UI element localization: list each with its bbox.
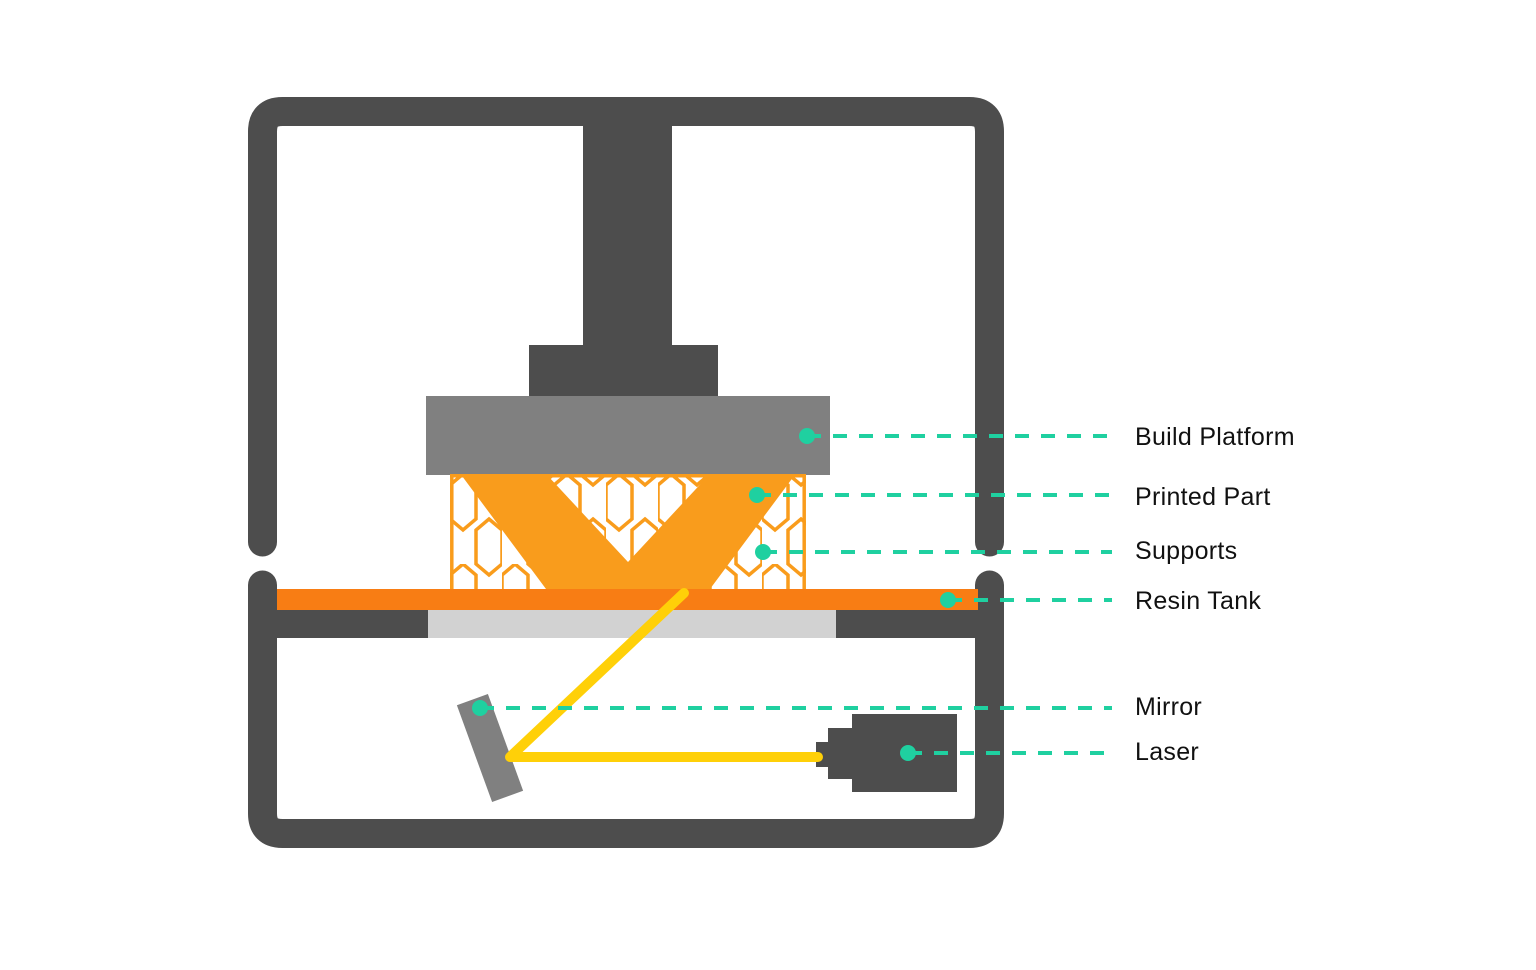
leader-dot-printed-part [749,487,765,503]
leader-dot-resin-tank [940,592,956,608]
mirror [456,693,524,803]
leader-dots [472,428,956,761]
printer-frame-lower [248,570,1004,848]
labels: Build Platform Printed Part Supports Res… [1135,423,1295,766]
laser-beam [505,588,823,762]
leader-dot-build-platform [799,428,815,444]
label-build-platform: Build Platform [1135,423,1295,451]
leader-lines [480,434,1112,755]
tank-window [428,610,836,638]
leader-dot-laser [900,745,916,761]
printed-part [462,476,794,589]
z-axis-column [583,112,672,352]
tank-support-left [277,610,428,638]
leader-dot-supports [755,544,771,560]
label-laser: Laser [1135,738,1199,766]
z-axis-mount-block [529,345,718,398]
label-supports: Supports [1135,537,1237,565]
printer-frame-upper [248,97,1004,557]
label-printed-part: Printed Part [1135,483,1271,511]
tank-support-right [836,610,978,638]
leader-dot-mirror [472,700,488,716]
build-platform [426,396,830,475]
resin-tank [277,589,978,610]
label-resin-tank: Resin Tank [1135,587,1261,615]
label-mirror: Mirror [1135,693,1202,721]
